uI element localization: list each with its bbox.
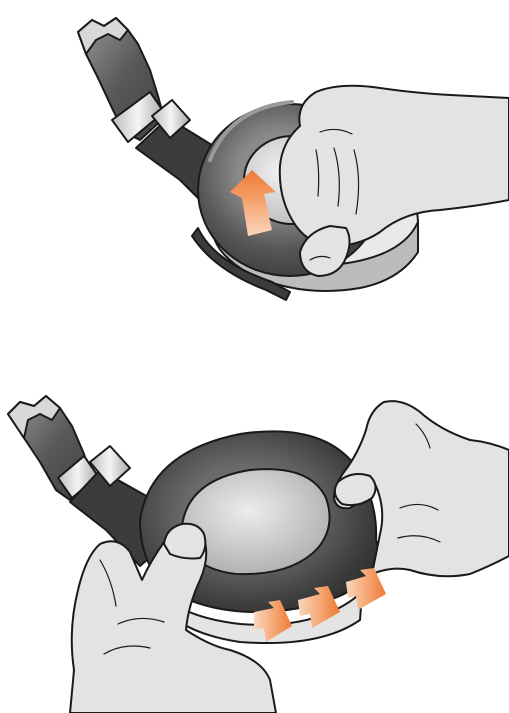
headband [78,18,164,142]
step-2-drawing [0,330,509,713]
step-2-attach-cushion [0,330,509,713]
headband [8,396,98,500]
step-1-remove-cushion [0,0,509,330]
step-1-drawing [0,0,509,330]
